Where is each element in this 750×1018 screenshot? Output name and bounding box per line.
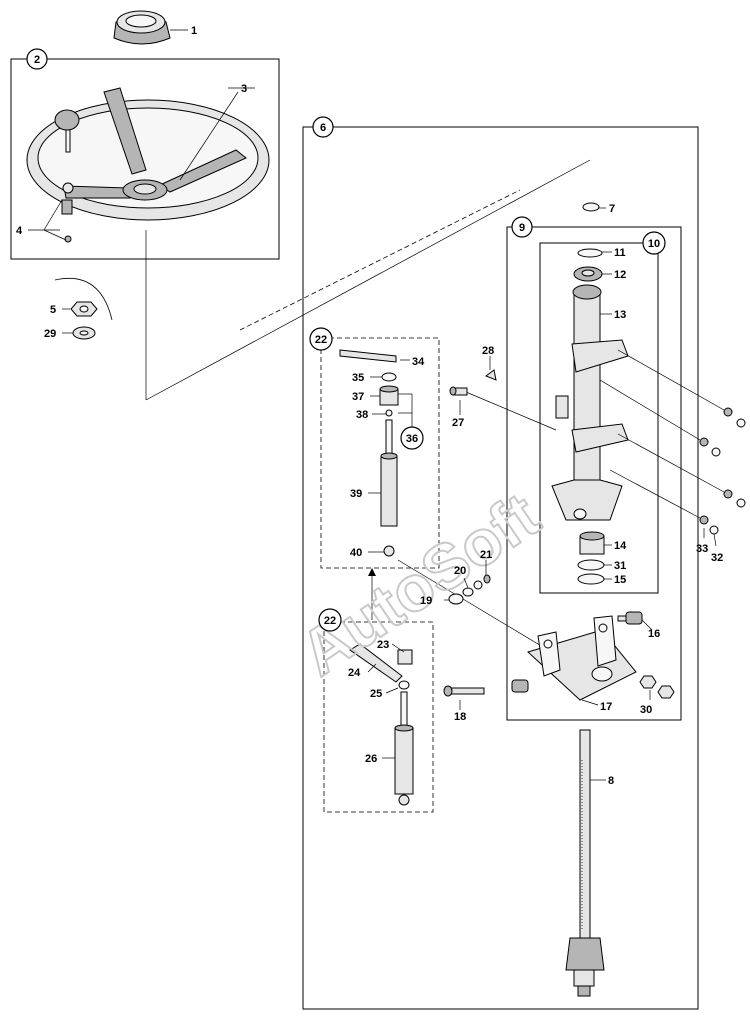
gas-spring [380,419,398,557]
part-label-25: 25 [370,688,382,700]
group-label-22a: 22 [309,327,333,351]
part-label-11: 11 [614,247,626,259]
part-label-4: 4 [16,225,23,237]
group-label-22b: 22 [318,608,342,632]
part-label-3: 3 [241,83,247,95]
washer [381,372,397,382]
part-label-21: 21 [480,549,492,561]
bolt [443,685,485,697]
part-label-28: 28 [482,345,494,357]
circlip [582,202,600,212]
part-label-29: 29 [44,328,56,340]
bolt [699,437,721,457]
group-label-36: 36 [400,426,424,450]
part-label-24: 24 [348,667,361,679]
washer [473,580,483,590]
spacer [379,385,399,406]
frame-gas-spring-variant-a [320,337,440,569]
svg-text:22: 22 [324,615,336,627]
gas-spring [394,691,414,806]
svg-text:10: 10 [648,238,660,250]
group-label-9: 9 [511,216,533,238]
part-label-15: 15 [614,574,626,586]
dash-break-line [239,189,521,331]
arrow-up-icon [368,568,376,576]
clip [385,409,393,417]
frame-steering-wheel-group [10,58,280,260]
nut [70,301,98,317]
group-label-6: 6 [312,116,334,138]
part-label-19: 19 [420,595,432,607]
washer [448,593,464,605]
part-label-38: 38 [356,409,368,421]
bolt [511,679,529,693]
part-label-14: 14 [614,540,627,552]
svg-text:9: 9 [519,222,525,234]
part-label-40: 40 [350,547,362,559]
bolt [723,407,746,428]
group-label-2: 2 [26,48,48,70]
part-label-34: 34 [412,356,425,368]
nut [483,574,491,584]
lever [339,349,397,363]
washer [72,326,96,340]
part-label-18: 18 [454,711,466,723]
mounting-bracket [527,615,637,701]
part-label-33: 33 [696,543,708,555]
part-label-26: 26 [365,753,377,765]
pin [449,386,468,396]
watermark: AutoSoft [287,479,551,690]
steering-shaft [565,729,605,997]
part-label-8: 8 [608,775,614,787]
part-label-35: 35 [352,372,364,384]
svg-text:2: 2 [34,54,40,66]
svg-text:36: 36 [406,433,418,445]
part-label-23: 23 [377,639,389,651]
part-label-30: 30 [640,704,652,716]
clip [484,369,497,381]
bolt [617,611,643,625]
part-label-1: 1 [191,25,197,37]
detail-arc [54,278,113,321]
part-label-16: 16 [648,628,660,640]
hub-cap [113,10,171,45]
washer [398,680,410,690]
bushing [579,531,605,555]
part-label-27: 27 [452,417,464,429]
nut [639,675,675,699]
bracket [397,649,413,665]
part-label-20: 20 [454,565,466,577]
part-label-32: 32 [711,552,723,564]
part-label-5: 5 [50,304,56,316]
part-label-17: 17 [600,701,612,713]
part-label-13: 13 [614,309,626,321]
svg-text:6: 6 [320,122,326,134]
lever [349,643,403,683]
bolt [723,489,746,508]
ring [577,573,605,585]
steering-wheel [26,87,270,221]
part-label-37: 37 [352,391,364,403]
leader-wheel-to-column [145,159,591,401]
group-label-10: 10 [642,231,666,255]
ring [577,559,605,571]
column-tube [551,248,629,521]
frame-column-tube-subassembly [539,242,659,594]
frame-gas-spring-variant-b [323,621,434,813]
part-label-31: 31 [614,560,626,572]
svg-text:22: 22 [315,334,327,346]
frame-column-subassembly [506,226,682,721]
part-label-7: 7 [609,203,615,215]
frame-steering-column-group [302,126,699,1010]
spinner-knob [54,109,80,243]
bolt [699,515,719,535]
part-label-12: 12 [614,269,626,281]
part-label-39: 39 [350,488,362,500]
